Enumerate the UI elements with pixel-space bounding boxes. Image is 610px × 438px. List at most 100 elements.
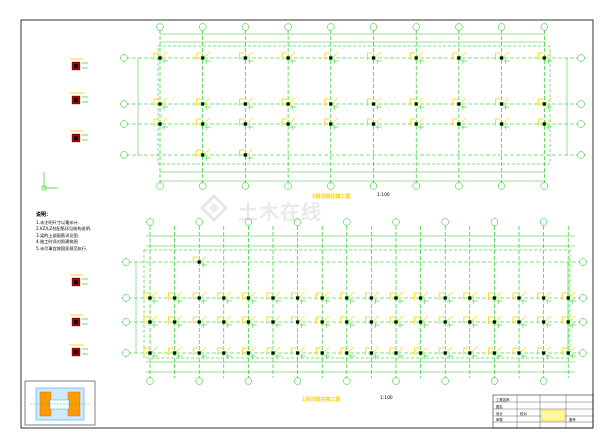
axis-bubble bbox=[293, 377, 302, 385]
column-marker bbox=[238, 97, 254, 110]
column-marker bbox=[238, 148, 254, 161]
column-marker bbox=[192, 291, 208, 304]
column-detail bbox=[70, 274, 88, 287]
notes-heading: 说明： bbox=[36, 212, 52, 218]
title-block-name: 图名 bbox=[496, 405, 503, 409]
title-block-review: 审核 bbox=[496, 418, 503, 422]
section-detail bbox=[24, 380, 96, 426]
column-marker bbox=[291, 315, 306, 328]
column-marker bbox=[168, 291, 183, 304]
column-marker bbox=[241, 291, 257, 304]
column-marker bbox=[414, 346, 429, 359]
column-marker bbox=[168, 315, 183, 328]
column-marker bbox=[143, 315, 158, 328]
column-marker bbox=[512, 346, 527, 359]
axis-bubble bbox=[156, 182, 164, 190]
column-marker bbox=[196, 51, 211, 64]
axis-bubble bbox=[441, 218, 449, 226]
column-marker bbox=[537, 117, 553, 130]
column-marker bbox=[340, 346, 355, 359]
column-marker bbox=[512, 291, 527, 304]
column-marker bbox=[291, 291, 306, 304]
column-marker bbox=[512, 315, 527, 328]
watermark-logo-icon bbox=[200, 194, 228, 222]
column-marker bbox=[495, 51, 510, 64]
column-marker bbox=[409, 97, 425, 110]
axis-bubble bbox=[343, 377, 351, 385]
axis-bubble bbox=[241, 182, 250, 190]
column-marker bbox=[143, 291, 158, 304]
column-marker bbox=[389, 291, 404, 304]
axis-bubble bbox=[540, 182, 548, 190]
axis-bubble bbox=[539, 377, 548, 385]
axis-bubble bbox=[392, 377, 400, 385]
title-block bbox=[492, 394, 594, 429]
sheet-border bbox=[20, 19, 594, 429]
column-marker bbox=[153, 97, 168, 110]
column-marker bbox=[324, 97, 339, 110]
column-marker bbox=[487, 346, 503, 359]
axis-bubble bbox=[244, 218, 253, 226]
plan-top bbox=[120, 23, 585, 190]
column-marker bbox=[196, 117, 211, 130]
column-marker bbox=[217, 291, 232, 304]
axis-bubble bbox=[441, 377, 449, 385]
column-marker bbox=[238, 51, 254, 64]
title-block-number: 图号 bbox=[569, 418, 576, 422]
axis-symbol bbox=[41, 172, 58, 191]
column-marker bbox=[241, 346, 257, 359]
column-marker bbox=[414, 315, 429, 328]
axis-bubble bbox=[156, 23, 164, 31]
axis-bubble bbox=[284, 23, 292, 31]
column-marker bbox=[367, 51, 382, 64]
design-notes: 说明： 1.未注明尺寸以毫米计. 2.KZ/LZ柱配筋详见结构说明. 3.梁的上… bbox=[36, 212, 146, 253]
column-marker bbox=[281, 51, 297, 64]
column-marker bbox=[561, 346, 577, 359]
note-item: 5.未尽事宜按国家规范执行. bbox=[36, 245, 88, 251]
column-marker bbox=[389, 315, 404, 328]
column-marker bbox=[463, 346, 478, 359]
axis-bubble bbox=[539, 218, 548, 226]
plan-bottom-title: 1层顶梁柱施工图 bbox=[302, 397, 341, 403]
column-marker bbox=[495, 117, 510, 130]
column-marker bbox=[324, 117, 339, 130]
column-marker bbox=[452, 97, 467, 110]
column-marker bbox=[487, 291, 503, 304]
column-marker bbox=[291, 346, 306, 359]
column-marker bbox=[340, 315, 355, 328]
axis-bubble bbox=[455, 182, 463, 190]
column-marker bbox=[438, 346, 454, 359]
axis-bubble bbox=[244, 377, 253, 385]
column-marker bbox=[192, 255, 208, 268]
column-marker bbox=[364, 315, 380, 328]
column-marker bbox=[340, 291, 355, 304]
column-marker bbox=[389, 346, 404, 359]
axis-bubble bbox=[146, 377, 154, 385]
column-marker bbox=[192, 315, 208, 328]
column-marker bbox=[487, 315, 503, 328]
axis-bubble bbox=[490, 377, 499, 385]
axis-bubble bbox=[369, 182, 378, 190]
column-detail bbox=[70, 92, 88, 105]
column-marker bbox=[452, 117, 467, 130]
column-marker bbox=[192, 346, 208, 359]
column-marker bbox=[561, 315, 577, 328]
column-marker bbox=[315, 291, 331, 304]
plan-top-scale: 1:100 bbox=[377, 193, 390, 198]
column-marker bbox=[315, 315, 331, 328]
column-marker bbox=[463, 315, 478, 328]
column-marker bbox=[537, 346, 552, 359]
axis-bubble bbox=[293, 218, 302, 226]
axis-bubble bbox=[199, 23, 207, 31]
column-detail bbox=[70, 314, 88, 327]
axis-bubble bbox=[327, 182, 335, 190]
axis-bubble bbox=[146, 218, 154, 226]
column-marker bbox=[561, 291, 577, 304]
axis-bubble bbox=[455, 23, 463, 31]
left-details bbox=[70, 58, 88, 357]
column-marker bbox=[364, 291, 380, 304]
column-marker bbox=[537, 315, 552, 328]
column-marker bbox=[217, 315, 232, 328]
column-marker bbox=[409, 51, 425, 64]
column-marker bbox=[537, 51, 553, 64]
